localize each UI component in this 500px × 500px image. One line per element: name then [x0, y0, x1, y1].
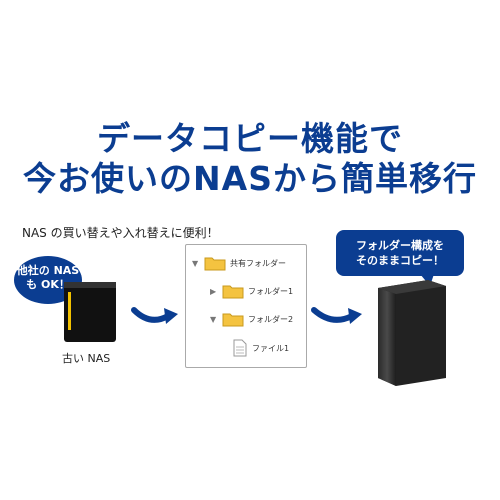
old-nas-top: [64, 282, 116, 288]
folder-tree-panel: ▼ 共有フォルダー ▶ フォルダー1 ▼ フォルダー2 ファイル1: [185, 244, 307, 368]
old-nas-image: [64, 282, 116, 342]
expanded-triangle-icon: ▼: [210, 314, 217, 324]
folder-icon: [204, 257, 226, 271]
old-nas-led-strip: [68, 292, 71, 330]
new-nas-top: [378, 280, 446, 294]
arrow-right-icon: [131, 307, 178, 324]
tree-label-folder2: フォルダー2: [248, 314, 294, 324]
tree-row-folder1: ▶ フォルダー1: [210, 283, 293, 299]
tree-label-file1: ファイル1: [252, 343, 290, 353]
subtitle: NAS の買い替えや入れ替えに便利！: [22, 226, 219, 240]
copy-structure-bubble: フォルダー構成を そのままコピー！: [336, 230, 464, 276]
tree-label-root: 共有フォルダー: [230, 258, 286, 268]
tree-row-folder2: ▼ フォルダー2: [210, 311, 293, 327]
expanded-triangle-icon: ▼: [192, 258, 199, 268]
old-nas-body: [64, 282, 116, 342]
tree-label-folder1: フォルダー1: [248, 286, 294, 296]
left-bubble-line2: も OK！: [26, 278, 70, 291]
right-bubble-line1: フォルダー構成を: [356, 239, 444, 252]
tree-row-root: ▼ 共有フォルダー: [192, 255, 286, 271]
file-icon: [233, 339, 247, 357]
new-nas-image: [378, 280, 446, 386]
right-bubble-line2: そのままコピー！: [356, 254, 444, 267]
folder-icon: [222, 313, 244, 327]
arrow-right-icon: [311, 307, 362, 324]
headline-line1: データコピー機能で: [97, 119, 403, 158]
left-bubble-line1: 他社の NAS: [16, 264, 80, 277]
new-nas-front: [378, 288, 396, 386]
collapsed-triangle-icon: ▶: [210, 286, 217, 296]
tree-row-file1: ファイル1: [232, 339, 289, 357]
headline-line2: 今お使いのNASから簡単移行: [23, 159, 477, 198]
folder-icon: [222, 285, 244, 299]
old-nas-label: 古い NAS: [62, 352, 111, 365]
